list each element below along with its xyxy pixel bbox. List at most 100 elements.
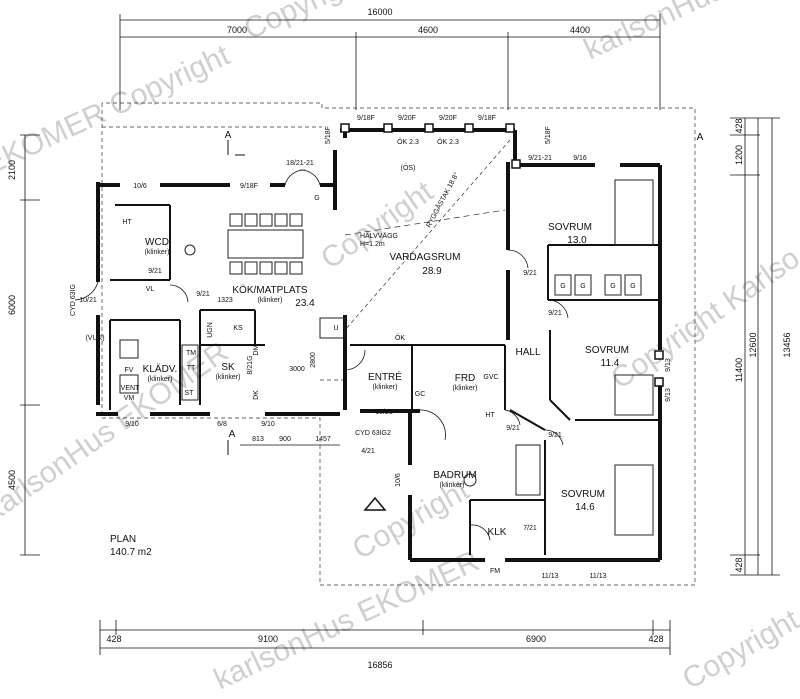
- room-sovrum-1: SOVRUM: [548, 222, 592, 233]
- opening-23: 9/21: [548, 432, 562, 439]
- fixture-g-4: G: [630, 283, 635, 290]
- opening-24: 7/21: [523, 525, 537, 532]
- fixture-g: G: [314, 195, 319, 202]
- room-entre: ENTRÉ: [368, 370, 402, 383]
- room-vardagsrum: VARDAGSRUM: [390, 252, 461, 263]
- section-label-top: A: [225, 130, 232, 141]
- dim-bottom-3: 6900: [526, 634, 546, 644]
- opening-9: 5/18F: [545, 126, 552, 144]
- room-kok: KÖK/MATPLATS: [232, 284, 308, 296]
- note-halvvagg-h: H=1.2m: [360, 241, 385, 248]
- room-badrum: BADRUM: [433, 470, 476, 481]
- opening-26: 11/13: [542, 573, 559, 580]
- dim-left-2: 6000: [7, 295, 17, 315]
- fixture-ok-1: ÖK 2.3: [397, 138, 419, 146]
- dim-right-outer: 13456: [782, 332, 792, 357]
- fixture-cyd-2: CYD 63IG2: [355, 430, 391, 437]
- dim-right-3: 11400: [734, 358, 744, 382]
- fixture-ht: HT: [122, 219, 132, 226]
- fixture-st: ST: [185, 390, 195, 397]
- opening-13: 9/21: [196, 291, 210, 298]
- room-frd: FRD: [455, 373, 476, 384]
- door-swings: [74, 169, 569, 541]
- dim-interior-small-2: 3000: [289, 366, 305, 373]
- fixture-ok: ÖK: [395, 334, 405, 342]
- dim-interior-1: 813: [252, 436, 264, 443]
- opening-5: 9/20F: [439, 115, 457, 122]
- fixture-ks: KS: [233, 325, 243, 332]
- fixture-labels: HT VL FV VENT VM TM TT ST KS UGN DM DK U…: [70, 138, 636, 575]
- fixture-gc: GC: [415, 391, 426, 398]
- fixture-os: (ÖS): [401, 164, 416, 172]
- dim-left-1: 2100: [7, 160, 17, 180]
- room-sovrum-1-area: 13.0: [567, 235, 587, 246]
- dim-top-1: 7000: [227, 25, 247, 35]
- room-hall: HALL: [515, 347, 540, 358]
- fixture-dm: DM: [253, 344, 260, 355]
- room-sovrum-3-area: 14.6: [575, 502, 595, 513]
- dim-top-3: 4400: [570, 25, 590, 35]
- dim-bottom-2: 9100: [258, 634, 278, 644]
- dim-right-2: 1200: [734, 145, 744, 165]
- opening-25: 10/6: [395, 473, 402, 487]
- watermark-left-top: EKOMER Copyright: [0, 38, 235, 181]
- opening-20: 9/21: [523, 270, 537, 277]
- dim-bottom-total: 16856: [367, 660, 392, 670]
- dim-interior-small-3: 2800: [310, 352, 317, 368]
- watermark-bottom: karlsonHus EKOMER: [209, 545, 484, 697]
- room-sovrum-3: SOVRUM: [561, 489, 605, 500]
- fixture-tt: TT: [187, 365, 196, 372]
- section-label-bottom: A: [229, 429, 236, 440]
- opening-15: 9/10: [125, 421, 139, 428]
- dim-bottom-4: 428: [648, 634, 663, 644]
- dimension-lines: [20, 14, 780, 655]
- room-sk: SK: [221, 362, 235, 373]
- furniture: [119, 179, 654, 536]
- fixture-vl: VL: [146, 286, 155, 293]
- opening-4: 9/20F: [398, 115, 416, 122]
- room-sovrum-2-area: 11.4: [601, 358, 620, 369]
- opening-18: 10/21: [375, 409, 393, 416]
- dimension-text: 16000 7000 4600 4400 428 9100 6900 428 1…: [7, 7, 792, 670]
- room-badrum-note: (klinker): [440, 482, 465, 489]
- opening-2: 9/18F: [240, 183, 258, 190]
- columns: [340, 123, 664, 387]
- opening-28: 9/13: [665, 358, 672, 372]
- room-wcd-note: (klinker): [145, 249, 170, 256]
- watermark-top: Copyright: [239, 0, 370, 46]
- opening-11: 9/16: [573, 155, 587, 162]
- dim-right-4: 428: [734, 557, 744, 572]
- fixture-g-1: G: [560, 283, 565, 290]
- opening-21: 9/21: [548, 310, 562, 317]
- room-klk: KLK: [488, 527, 507, 538]
- fixture-ugn: UGN: [207, 322, 214, 338]
- opening-22: 9/21: [506, 425, 520, 432]
- opening-10: 9/21-21: [528, 155, 552, 162]
- opening-29: 9/13: [665, 388, 672, 402]
- opening-1: 10/6: [133, 183, 147, 190]
- room-kok-note: (klinker): [258, 297, 283, 304]
- opening-27: 11/13: [590, 573, 607, 580]
- opening-8: 5/18F: [325, 126, 332, 144]
- fixture-gvc: GVC: [483, 374, 498, 381]
- room-kladv: KLÄDV.: [143, 363, 178, 375]
- opening-labels: 10/6 9/18F 9/18F 9/20F 9/20F 9/18F 18/21…: [79, 115, 672, 580]
- opening-14: 10/21: [79, 297, 97, 304]
- dim-bottom-1: 428: [106, 634, 121, 644]
- opening-30: 8/21G: [247, 355, 254, 374]
- room-sovrum-2: SOVRUM: [585, 345, 629, 356]
- fixture-fm: FM: [490, 568, 500, 575]
- room-entre-note: (klinker): [373, 384, 398, 391]
- dim-interior-2: 900: [279, 436, 291, 443]
- dim-right-mid: 12600: [748, 332, 758, 357]
- watermark-right-top: karlsonHus EK: [579, 0, 773, 66]
- opening-19: 4/21: [361, 448, 375, 455]
- fixture-vm: VM: [124, 395, 135, 402]
- watermark-bottom-right: Copyright: [677, 603, 800, 696]
- room-wcd: WCD: [145, 237, 169, 248]
- fixture-u: U: [333, 325, 338, 332]
- room-kok-area: 23.4: [295, 298, 315, 309]
- entrance-marker: [363, 496, 387, 511]
- room-vardagsrum-area: 28.9: [422, 266, 442, 277]
